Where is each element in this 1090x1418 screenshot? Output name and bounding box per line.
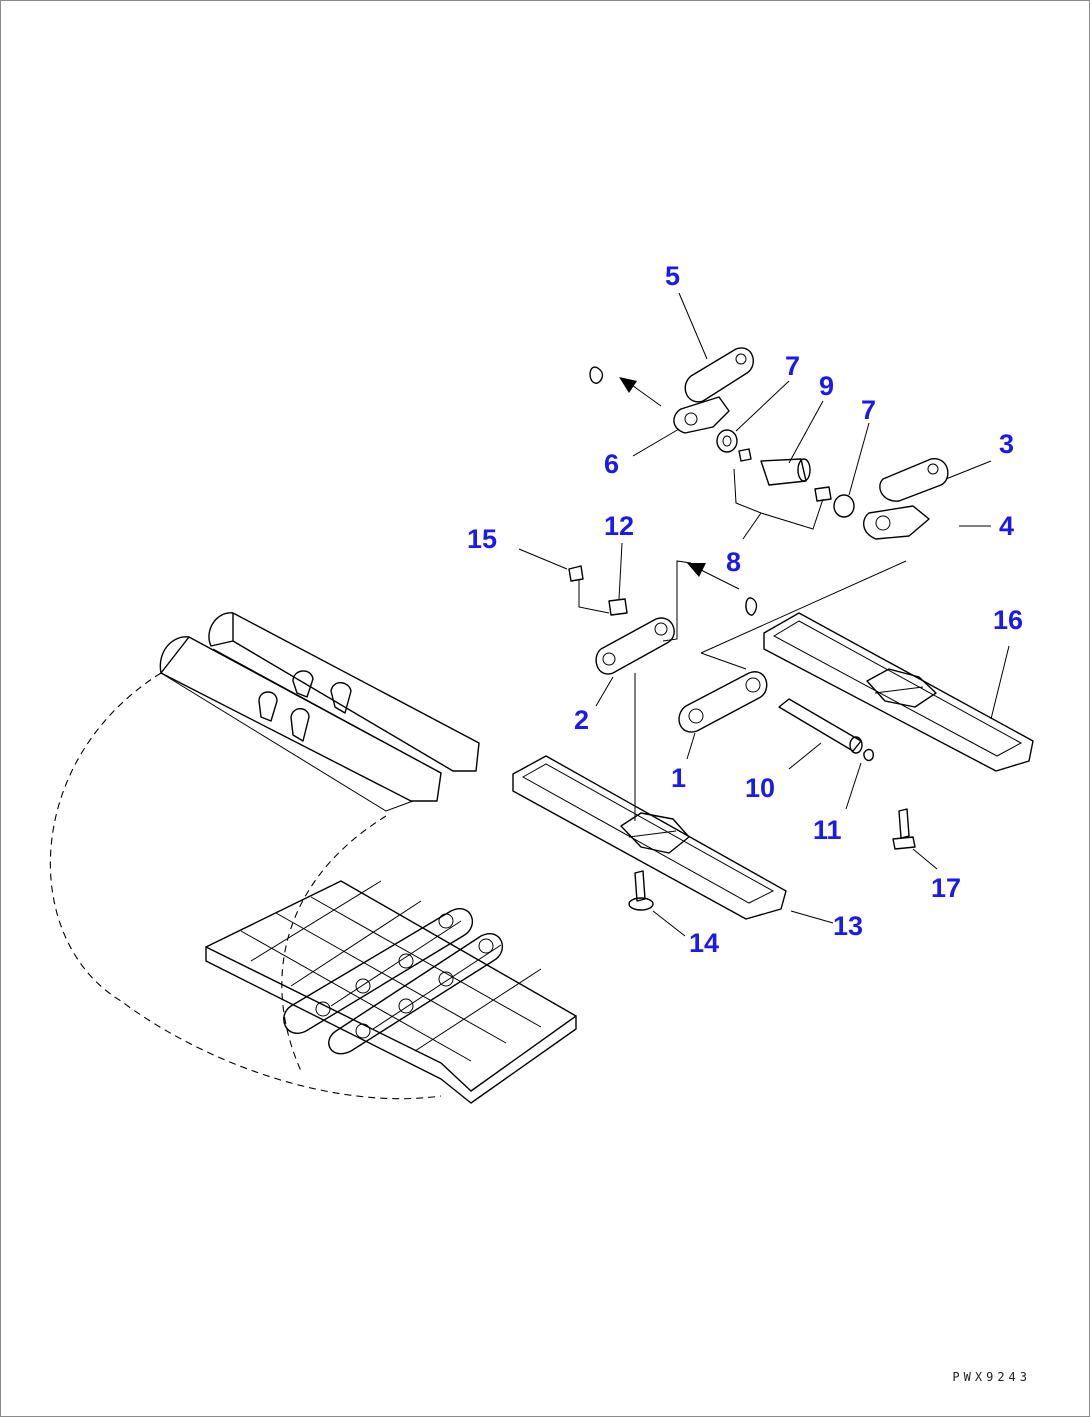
assembly-line-top [662, 560, 692, 642]
bolt-17 [892, 808, 916, 850]
assembly-line-link-4 [700, 560, 907, 670]
stopper-11 [863, 748, 875, 762]
master-link-1 [678, 671, 768, 733]
link-cover-3 [879, 458, 949, 502]
callout-10: 10 [745, 773, 776, 803]
spacer-8 [738, 448, 832, 502]
callout-1: 1 [671, 763, 687, 793]
arrow-line-center [698, 568, 740, 590]
track-shoe-16 [763, 612, 1034, 772]
callout-13: 13 [833, 911, 864, 941]
pin-12 [608, 598, 628, 616]
callout-9: 9 [819, 371, 835, 401]
track-assembly [49, 612, 577, 1104]
callout-3: 3 [999, 429, 1015, 459]
link-6 [673, 396, 730, 434]
bolt-14 [628, 870, 654, 911]
callout-7-upper-right: 7 [861, 395, 877, 425]
arrow-head-center [687, 563, 706, 577]
drawing-code: PWX9243 [952, 1370, 1031, 1384]
master-pin-10 [778, 698, 863, 754]
callout-15: 15 [467, 524, 498, 554]
callout-17: 17 [931, 873, 962, 903]
leader-lines [518, 292, 1010, 937]
seal-7a [716, 429, 738, 453]
arrow-line-left [628, 382, 662, 407]
callout-12: 12 [604, 511, 635, 541]
seal-7b [833, 494, 855, 518]
link-4 [863, 505, 930, 540]
callout-8: 8 [726, 547, 742, 577]
callout-14: 14 [689, 928, 720, 958]
bushing-9 [760, 458, 811, 486]
callout-7-upper-left: 7 [785, 351, 801, 381]
track-shoe-13 [512, 755, 787, 920]
master-link-2 [595, 617, 675, 675]
callout-5: 5 [665, 261, 681, 291]
master-link-cover-5 [684, 347, 754, 403]
arrow-head-left [619, 377, 637, 393]
callout-11: 11 [813, 815, 842, 845]
callout-16: 16 [993, 605, 1024, 635]
callout-6: 6 [604, 449, 620, 479]
callout-4: 4 [999, 511, 1015, 541]
callout-2: 2 [574, 705, 590, 735]
ring-left [589, 366, 604, 384]
ring-center [745, 597, 758, 616]
nut-15 [568, 565, 584, 582]
assembly-line-master-link-2 [578, 579, 610, 614]
